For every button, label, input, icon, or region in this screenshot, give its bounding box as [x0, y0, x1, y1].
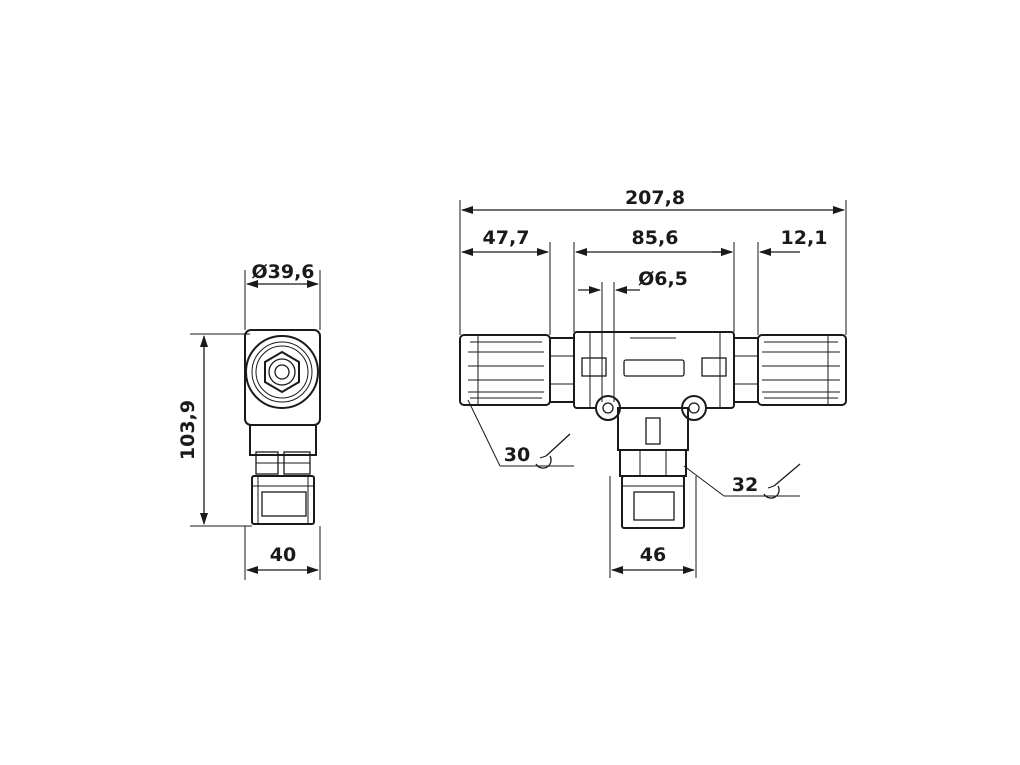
wrench-32-icon	[763, 463, 801, 499]
wrench-32-label: 32	[732, 474, 758, 496]
side-view-connector-tail	[251, 475, 315, 525]
stem-connector-tail	[621, 475, 685, 529]
mount-hole-label: Ø6,5	[638, 268, 688, 290]
right-hex	[733, 337, 759, 403]
side-width-label: 40	[270, 544, 296, 566]
center-window-left	[581, 357, 607, 377]
center-window-middle	[623, 359, 685, 377]
stem-latch	[633, 491, 675, 521]
side-view: Ø39,6 103,9 40	[177, 261, 321, 580]
side-view-knurl-ring	[245, 335, 319, 409]
wrench-30-label: 30	[504, 444, 530, 466]
left-nut-label: 47,7	[483, 227, 530, 249]
front-view: 207,8 47,7 85,6 12,1 Ø6,5 46 30	[459, 187, 847, 578]
side-view-knurl-teeth	[251, 341, 313, 403]
right-nut	[757, 334, 847, 406]
side-view-hex	[264, 350, 300, 394]
stem-window	[645, 417, 661, 445]
mount-hole-left	[595, 395, 621, 421]
left-nut	[459, 334, 551, 406]
stem-width-label: 46	[640, 544, 666, 566]
side-view-center-circle	[268, 358, 296, 386]
center-body	[573, 331, 735, 409]
side-diameter-label: Ø39,6	[251, 261, 314, 283]
overall-length-label: 207,8	[625, 187, 685, 209]
side-view-lower-body	[249, 424, 317, 456]
side-view-latch	[261, 491, 307, 517]
center-span-label: 85,6	[632, 227, 679, 249]
right-offset-label: 12,1	[781, 227, 828, 249]
center-window-right	[701, 357, 727, 377]
side-view-center-pin	[274, 364, 290, 380]
stem-hex	[619, 449, 687, 477]
side-height-label: 103,9	[177, 400, 199, 460]
wrench-30-icon	[535, 433, 571, 469]
left-hex	[549, 337, 575, 403]
